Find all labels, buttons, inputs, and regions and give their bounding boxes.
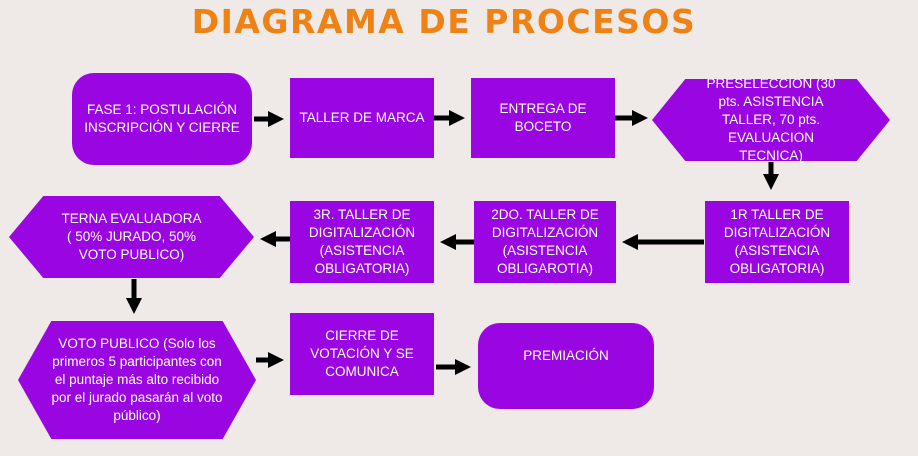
node-taller2-digitalizacion: 2DO. TALLER DE DIGITALIZACIÓN (ASISTENCI…	[474, 201, 616, 283]
node-taller-marca-label: TALLER DE MARCA	[299, 110, 425, 125]
node-terna-evaluadora: TERNA EVALUADORA ( 50% JURADO, 50% VOTO …	[9, 196, 254, 278]
node-fase1-postulacion: FASE 1: POSTULACIÓN INSCRIPCIÓN Y CIERRE	[72, 73, 252, 165]
node-cierre-votacion: CIERRE DE VOTACIÓN Y SE COMUNICA	[290, 313, 434, 395]
diagram-title: DIAGRAMA DE PROCESOS	[191, 2, 697, 41]
node-taller-marca: TALLER DE MARCA	[290, 78, 434, 158]
node-fase1-label: FASE 1: POSTULACIÓN INSCRIPCIÓN Y CIERRE	[84, 102, 240, 135]
node-taller2-label: 2DO. TALLER DE DIGITALIZACIÓN (ASISTENCI…	[491, 207, 599, 276]
node-taller1-label: 1R TALLER DE DIGITALIZACIÓN (ASISTENCIA …	[723, 207, 831, 276]
node-preseleccion: PRESELECCIÓN (30 pts. ASISTENCIA TALLER,…	[652, 79, 890, 161]
node-voto-publico-label: VOTO PUBLICO (Solo los primeros 5 partic…	[51, 336, 223, 423]
node-premiacion: PREMIACIÓN	[478, 323, 654, 409]
node-taller3-digitalizacion: 3R. TALLER DE DIGITALIZACIÓN (ASISTENCIA…	[290, 201, 434, 283]
node-terna-label: TERNA EVALUADORA ( 50% JURADO, 50% VOTO …	[61, 211, 202, 262]
node-taller1-digitalizacion: 1R TALLER DE DIGITALIZACIÓN (ASISTENCIA …	[705, 201, 849, 283]
node-entrega-boceto-label: ENTREGA DE BOCETO	[499, 101, 587, 134]
node-cierre-votacion-label: CIERRE DE VOTACIÓN Y SE COMUNICA	[310, 328, 414, 379]
node-taller3-label: 3R. TALLER DE DIGITALIZACIÓN (ASISTENCIA…	[308, 207, 416, 276]
node-premiacion-label: PREMIACIÓN	[523, 348, 609, 363]
node-preseleccion-label: PRESELECCIÓN (30 pts. ASISTENCIA TALLER,…	[706, 76, 836, 163]
node-voto-publico: VOTO PUBLICO (Solo los primeros 5 partic…	[18, 321, 256, 439]
node-entrega-boceto: ENTREGA DE BOCETO	[471, 78, 615, 158]
